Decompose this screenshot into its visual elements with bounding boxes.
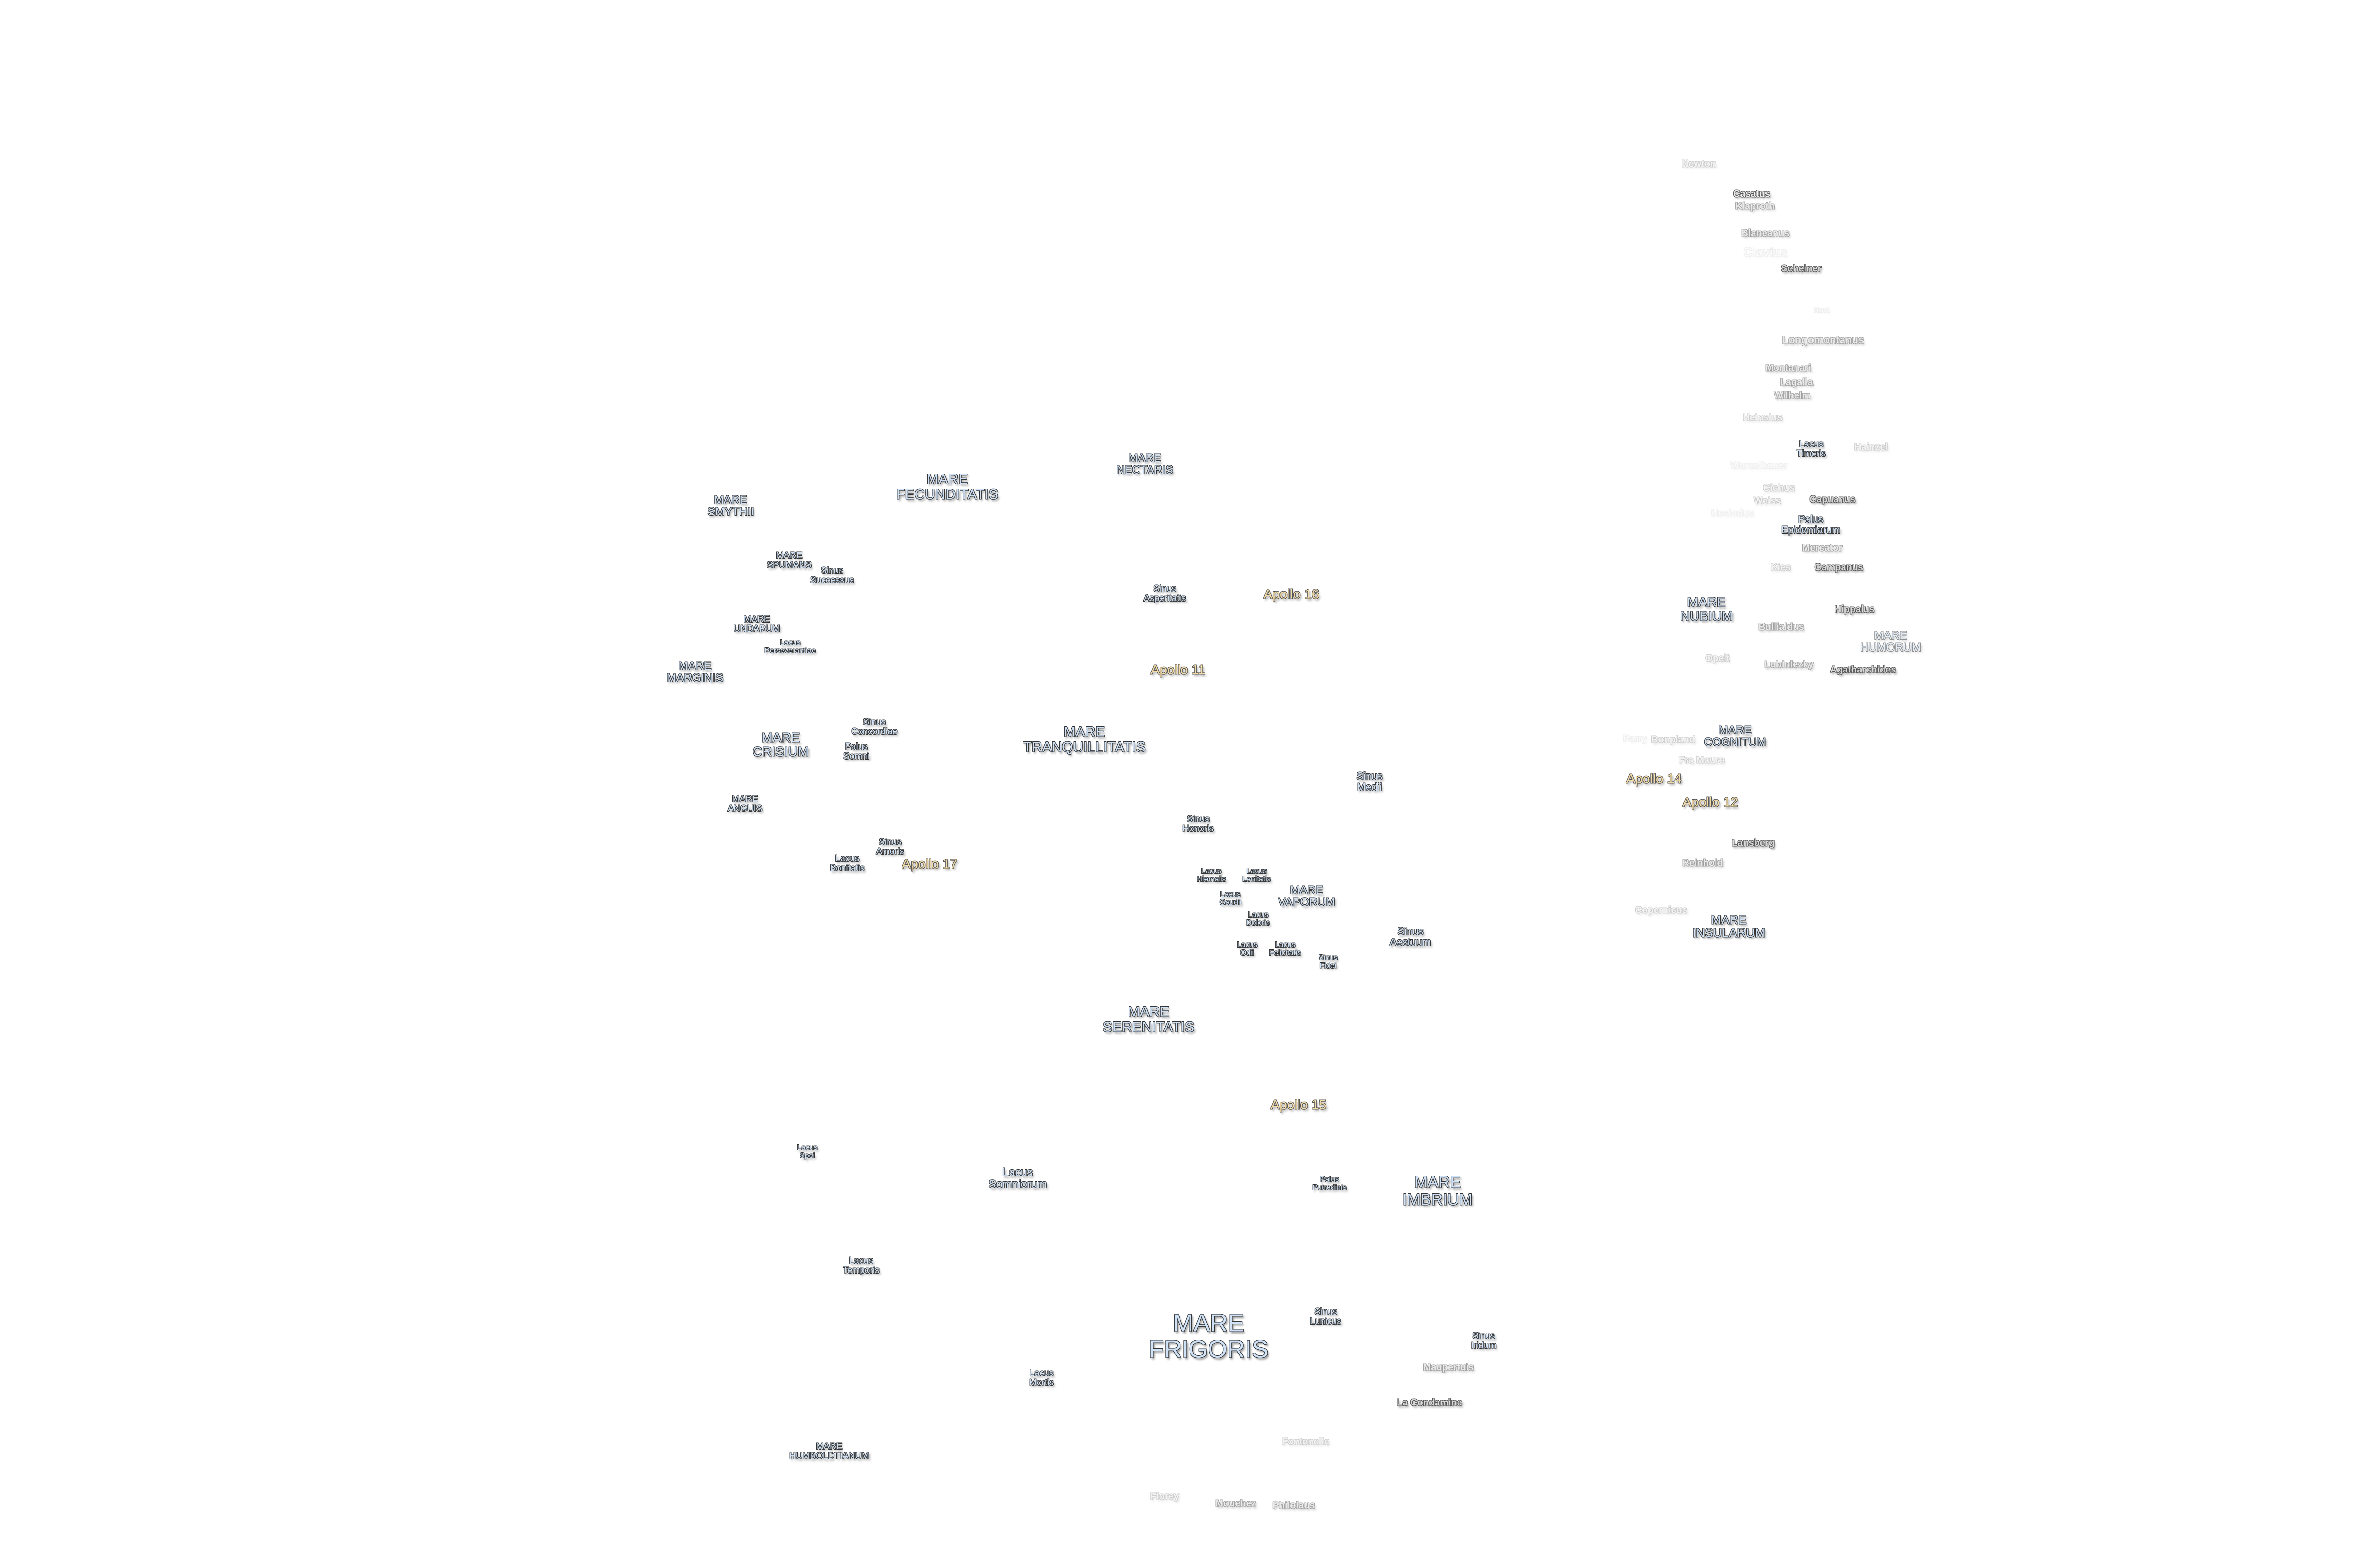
sinus-medii-label[interactable]: Sinus Medii: [1356, 770, 1383, 793]
crater-capuanus-label[interactable]: Capuanus: [1809, 494, 1856, 505]
sinus-successus-label[interactable]: Sinus Successus: [810, 566, 854, 585]
lacus-hiemalis-label[interactable]: Lacus Hiemalis: [1197, 867, 1226, 883]
crater-florey-label[interactable]: Florey: [1150, 1491, 1180, 1502]
mare-cognitum-label[interactable]: MARE COGNITUM: [1704, 723, 1766, 749]
mare-nectaris-label[interactable]: MARE NECTARIS: [1116, 451, 1173, 476]
lacus-lenitatis-label[interactable]: Lacus Lenitatis: [1242, 867, 1271, 883]
lacus-temporis-label[interactable]: Lacus Temporis: [843, 1256, 880, 1275]
mare-humboldtianum-label[interactable]: MARE HUMBOLDTIANUM: [789, 1442, 869, 1461]
crater-newton-label[interactable]: Newton: [1681, 158, 1716, 169]
lacus-odii-label[interactable]: Lacus Odii: [1237, 941, 1258, 957]
sinus-iridum-label[interactable]: Sinus Iridum: [1471, 1331, 1497, 1351]
crater-maupertuis-label[interactable]: Maupertuis: [1423, 1362, 1474, 1373]
sinus-lunicus-label[interactable]: Sinus Lunicus: [1310, 1307, 1341, 1326]
lacus-perseverantiae-label[interactable]: Lacus Perseverantiae: [764, 639, 816, 655]
crater-lagalla-label[interactable]: Lagalla: [1780, 377, 1813, 388]
mare-insularum-label[interactable]: MARE INSULARUM: [1692, 912, 1765, 940]
crater-parry-label[interactable]: Parry: [1623, 733, 1647, 744]
crater-philolaus-label[interactable]: Philolaus: [1272, 1500, 1315, 1511]
lacus-timoris-label[interactable]: Lacus Timoris: [1796, 439, 1826, 459]
crater-mercator-label[interactable]: Mercator: [1802, 543, 1843, 554]
sinus-honoris-label[interactable]: Sinus Honoris: [1182, 814, 1214, 834]
mare-marginis-label[interactable]: MARE MARGINIS: [666, 659, 724, 684]
crater-reinhold-label[interactable]: Reinhold: [1682, 858, 1723, 869]
mare-vaporum-label[interactable]: MARE VAPORUM: [1278, 883, 1335, 909]
lacus-gaudii-label[interactable]: Lacus Gaudii: [1219, 890, 1242, 907]
crater-agatharchides-label[interactable]: Agatharchides: [1830, 664, 1896, 675]
crater-weiss-label[interactable]: Weiss: [1754, 495, 1781, 506]
apollo-12-label[interactable]: Apollo 12: [1682, 794, 1738, 810]
crater-mouchez-label[interactable]: Mouchez: [1215, 1498, 1256, 1509]
crater-fra-mauro-label[interactable]: Fra Mauro: [1678, 755, 1725, 766]
crater-kies-label[interactable]: Kies: [1770, 562, 1791, 573]
apollo-17-label[interactable]: Apollo 17: [902, 856, 958, 871]
crater-casatus-label[interactable]: Casatus: [1733, 188, 1770, 199]
crater-heinsius-label[interactable]: Heinsius: [1743, 412, 1783, 423]
crater-la-condamine-label[interactable]: La Condamine: [1397, 1397, 1462, 1408]
mare-humorum-label[interactable]: MARE HUMORUM: [1860, 629, 1921, 654]
mare-frigoris-label[interactable]: MARE FRIGORIS: [1149, 1309, 1269, 1363]
lacus-doloris-label[interactable]: Lacus Doloris: [1246, 911, 1270, 927]
lacus-somniorum-label[interactable]: Lacus Somniorum: [988, 1166, 1047, 1191]
crater-montanari-label[interactable]: Montanari: [1765, 363, 1811, 374]
apollo-16-label[interactable]: Apollo 16: [1263, 586, 1319, 602]
lacus-spei-label[interactable]: Lacus Spei: [797, 1144, 818, 1160]
apollo-11-label[interactable]: Apollo 11: [1150, 662, 1206, 677]
palus-epidemiarum-label[interactable]: Palus Epidemiarum: [1781, 514, 1840, 535]
mare-undarum-label[interactable]: MARE UNDARUM: [734, 614, 780, 634]
mare-crisium-label[interactable]: MARE CRISIUM: [752, 730, 809, 759]
sinus-concordiae-label[interactable]: Sinus Concordiae: [851, 717, 898, 737]
crater-blancanus-label[interactable]: Blancanus: [1741, 228, 1790, 239]
crater-clavius-label[interactable]: Clavius: [1743, 245, 1788, 259]
mare-tranquillitatis-label[interactable]: MARE TRANQUILLITATIS: [1023, 724, 1146, 755]
sinus-asperitatis-label[interactable]: Sinus Asperitatis: [1143, 584, 1186, 603]
mare-fecunditatis-label[interactable]: MARE FECUNDITATIS: [896, 471, 998, 502]
sinus-aestuum-label[interactable]: Sinus Aestuum: [1389, 925, 1431, 948]
crater-rost-label[interactable]: Rost: [1814, 306, 1830, 315]
crater-campanus-label[interactable]: Campanus: [1814, 562, 1864, 573]
crater-cichus-label[interactable]: Cichus: [1763, 483, 1795, 494]
crater-lubiniezky-label[interactable]: Lubiniezky: [1764, 659, 1814, 670]
palus-somni-label[interactable]: Palus Somni: [843, 742, 869, 761]
apollo-14-label[interactable]: Apollo 14: [1626, 771, 1682, 786]
crater-opelt-label[interactable]: Opelt: [1705, 653, 1730, 664]
apollo-15-label[interactable]: Apollo 15: [1270, 1097, 1327, 1112]
crater-fontenelle-label[interactable]: Fontenelle: [1281, 1436, 1330, 1447]
crater-longomontanus-label[interactable]: Longomontanus: [1782, 334, 1864, 346]
crater-hesiodus-label[interactable]: Hesiodus: [1711, 508, 1755, 519]
sinus-amoris-label[interactable]: Sinus Amoris: [876, 837, 904, 857]
mare-imbrium-label[interactable]: MARE IMBRIUM: [1402, 1173, 1473, 1208]
crater-hainzel-label[interactable]: Hainzel: [1854, 442, 1888, 453]
crater-lansberg-label[interactable]: Lansberg: [1731, 838, 1775, 849]
crater-hippalus-label[interactable]: Hippalus: [1834, 604, 1875, 615]
lacus-felicitatis-label[interactable]: Lacus Felicitatis: [1269, 941, 1301, 957]
crater-bonpland-label[interactable]: Bonpland: [1651, 734, 1696, 745]
lacus-bonitatis-label[interactable]: Lacus Bonitatis: [830, 854, 865, 873]
crater-copernicus-label[interactable]: Copernicus: [1635, 905, 1688, 916]
palus-putredinis-label[interactable]: Palus Putredinis: [1312, 1176, 1347, 1192]
crater-wurzelbauer-label[interactable]: Wurzelbauer: [1730, 460, 1787, 471]
crater-bullialdus-label[interactable]: Bullialdus: [1758, 622, 1804, 633]
mare-smythii-label[interactable]: MARE SMYTHII: [707, 493, 754, 518]
mare-anguis-label[interactable]: MARE ANGUIS: [727, 794, 763, 814]
sinus-fidei-label[interactable]: Sinus Fidei: [1318, 954, 1338, 970]
crater-scheiner-label[interactable]: Scheiner: [1781, 263, 1822, 274]
crater-wilhelm-label[interactable]: Wilhelm: [1774, 390, 1811, 401]
lacus-mortis-label[interactable]: Lacus Mortis: [1029, 1368, 1054, 1388]
mare-nubium-label[interactable]: MARE NUBIUM: [1680, 594, 1733, 623]
mare-spumans-label[interactable]: MARE SPUMANS: [767, 551, 812, 570]
crater-klaproth-label[interactable]: Klaproth: [1735, 201, 1775, 212]
mare-serenitatis-label[interactable]: MARE SERENITATIS: [1102, 1004, 1195, 1035]
